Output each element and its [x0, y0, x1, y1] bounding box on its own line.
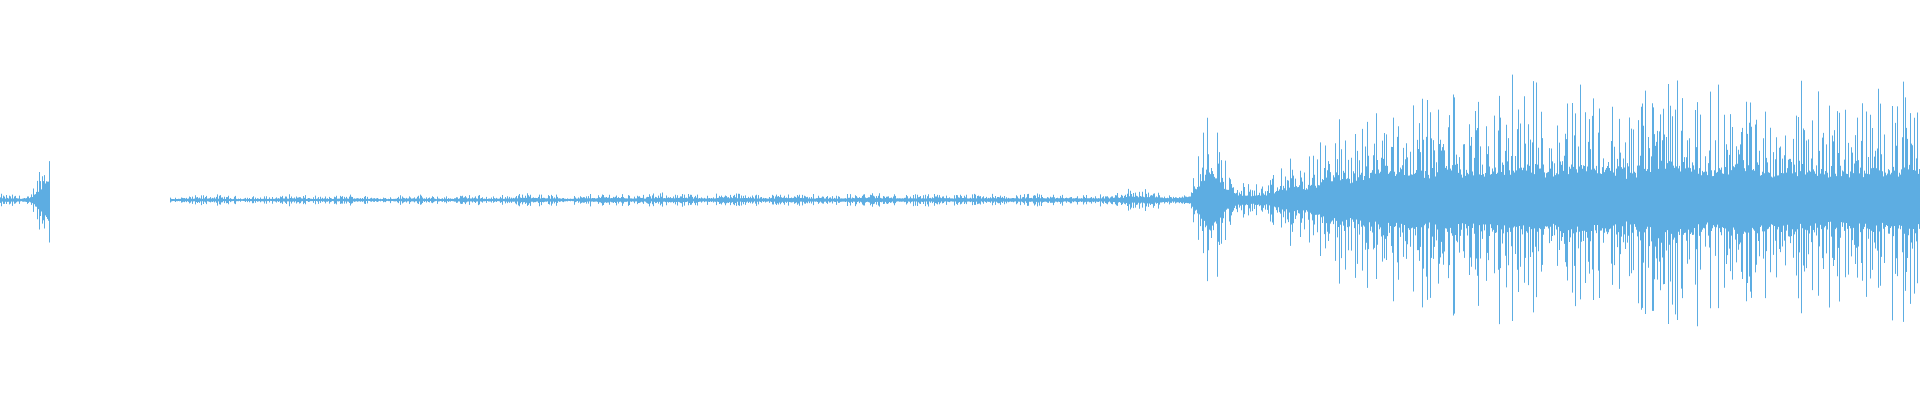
- waveform-chart: [0, 74, 1920, 327]
